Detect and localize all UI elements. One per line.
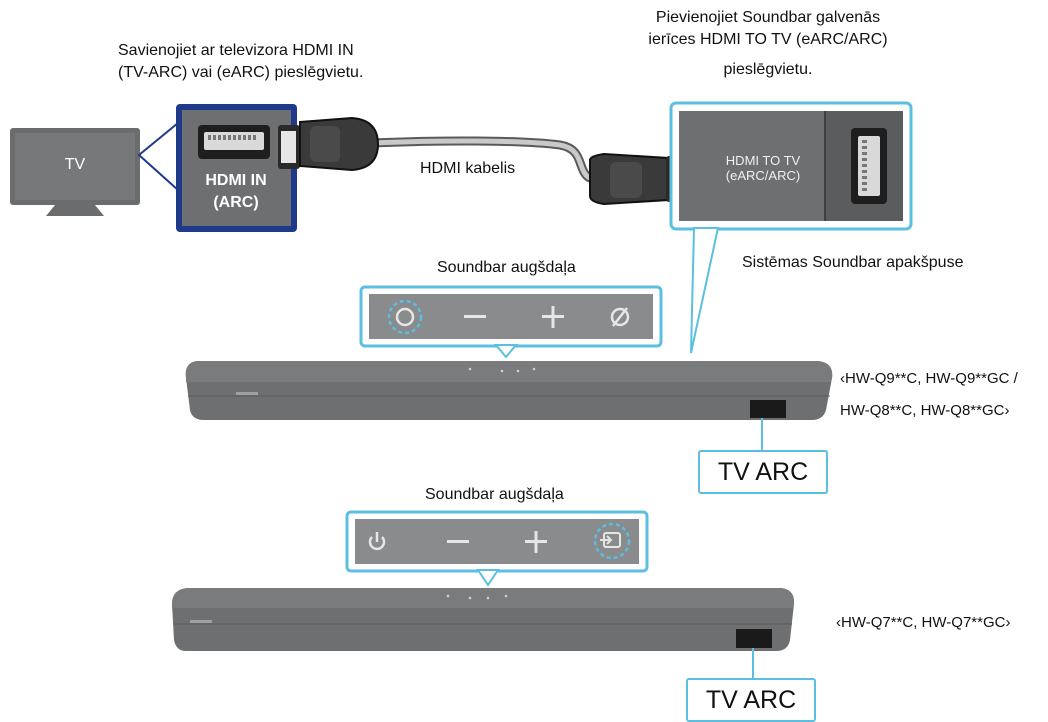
- tv-screen-label: TV: [64, 156, 86, 173]
- model-group-1-line-2: HW-Q8**C, HW-Q8**GC›: [840, 402, 1010, 419]
- sound-off-button-icon: [610, 307, 630, 327]
- tv-arc-label-1: TV ARC: [698, 450, 828, 494]
- bottom-side-label: Sistēmas Soundbar apakšpuse: [742, 254, 964, 271]
- hdmi-to-tv-label-line-2: (eARC/ARC): [725, 168, 801, 183]
- power-source-button-icon: [387, 299, 423, 335]
- tv-connect-line-1: Savienojiet ar televizora HDMI IN: [118, 42, 354, 59]
- soundbar-1: [185, 361, 833, 420]
- model-group-1: ‹HW-Q9**C, HW-Q9**GC / HW-Q8**C, HW-Q8**…: [840, 366, 1045, 424]
- hdmi-in-label-line-1: HDMI IN: [205, 172, 267, 189]
- tv-connect-instruction: Savienojiet ar televizora HDMI IN (TV-AR…: [118, 40, 418, 84]
- hdmi-to-tv-label-line-1: HDMI TO TV: [725, 153, 801, 168]
- hdmi-to-tv-port-box: [669, 101, 913, 231]
- top-panel-1: [359, 285, 663, 359]
- top-side-label-1: Soundbar augšdaļa: [437, 259, 576, 276]
- hdmi-in-port-box: [176, 104, 297, 232]
- plus-button-icon: [542, 306, 564, 328]
- top-panel-2: [345, 510, 649, 587]
- hdmi-cable-label: HDMI kabelis: [420, 160, 516, 177]
- power-button-icon: [368, 532, 386, 551]
- soundbar-2: [172, 588, 795, 651]
- minus-button-icon-2: [447, 540, 469, 543]
- hdmi-cable: [278, 116, 688, 206]
- soundbar-connect-line-1: Pievienojiet Soundbar galvenās: [655, 9, 881, 26]
- tv-connect-line-2: (TV-ARC) vai (eARC) pieslēgvietu.: [118, 64, 364, 81]
- top-side-label-2: Soundbar augšdaļa: [425, 486, 564, 503]
- model-group-2: ‹HW-Q7**C, HW-Q7**GC›: [836, 614, 1011, 631]
- hdmi-in-label-line-2: (ARC): [213, 194, 259, 211]
- soundbar-connect-line-3: pieslēgvietu.: [723, 61, 813, 78]
- soundbar-connect-instruction: Pievienojiet Soundbar galvenās ierīces H…: [618, 7, 918, 81]
- minus-button-icon: [464, 315, 486, 318]
- plus-button-icon-2: [525, 531, 547, 553]
- model-group-1-line-1: ‹HW-Q9**C, HW-Q9**GC /: [840, 370, 1018, 387]
- soundbar-connect-line-2: ierīces HDMI TO TV (eARC/ARC): [648, 31, 888, 48]
- tv-callout-pointer: [137, 120, 179, 193]
- hdmi-in-port-label: HDMI IN (ARC): [184, 170, 288, 214]
- hdmi-to-tv-port-label: HDMI TO TV (eARC/ARC): [702, 153, 824, 183]
- tv-arc-label-2: TV ARC: [686, 678, 816, 722]
- source-button-icon: [593, 522, 631, 560]
- tv-icon: [10, 128, 140, 216]
- bottom-callout-pointer: [690, 227, 720, 354]
